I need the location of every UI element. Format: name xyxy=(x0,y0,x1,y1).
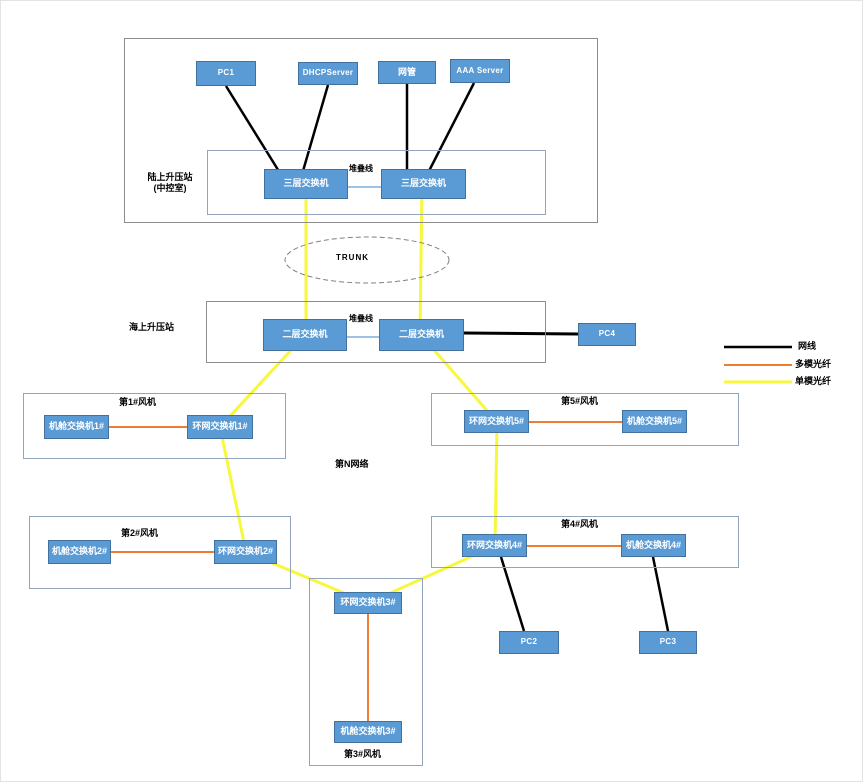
node-ring-switch-2: 环网交换机2# xyxy=(214,540,277,564)
turbine-2-label: 第2#风机 xyxy=(121,528,159,538)
node-pc2: PC2 xyxy=(499,631,559,654)
multimode-fiber-lines xyxy=(109,421,622,721)
offshore-station-box xyxy=(206,301,546,363)
turbine-3-box xyxy=(309,578,423,766)
node-l2-switch-right: 二层交换机 xyxy=(379,319,464,351)
stack-link-lines xyxy=(347,186,381,338)
node-ring-switch-1: 环网交换机1# xyxy=(187,415,253,439)
node-pc3: PC3 xyxy=(639,631,697,654)
onshore-station-box xyxy=(124,38,598,223)
turbine-3-label: 第3#风机 xyxy=(344,749,382,759)
node-nacelle-switch-4: 机舱交换机4# xyxy=(621,534,686,557)
node-pc1: PC1 xyxy=(196,61,256,86)
onshore-station-label: 陆上升压站 (中控室) xyxy=(134,172,206,195)
node-dhcp-server: DHCPServer xyxy=(298,62,358,85)
node-nms: 网管 xyxy=(378,61,436,84)
offshore-stack-link-label: 堆叠线 xyxy=(349,314,373,323)
legend-multimode-fiber-label: 多模光纤 xyxy=(795,359,832,369)
node-ring-switch-5: 环网交换机5# xyxy=(464,410,529,433)
node-nacelle-switch-3: 机舱交换机3# xyxy=(334,721,402,743)
node-nacelle-switch-5: 机舱交换机5# xyxy=(622,410,687,433)
turbine-4-box xyxy=(431,516,739,568)
ring-network-label: 第N网络 xyxy=(335,459,369,469)
node-ring-switch-3: 环网交换机3# xyxy=(334,592,402,614)
legend-network-cable-label: 网线 xyxy=(798,341,817,351)
onshore-station-label-line1: 陆上升压站 xyxy=(147,172,193,182)
node-ring-switch-4: 环网交换机4# xyxy=(462,534,527,557)
turbine-5-box xyxy=(431,393,739,446)
onshore-stack-link-label: 堆叠线 xyxy=(349,164,373,173)
legend-sample-lines xyxy=(724,345,792,384)
onshore-station-label-line2: (中控室) xyxy=(153,183,187,194)
node-pc4: PC4 xyxy=(578,323,636,346)
turbine-1-box xyxy=(23,393,286,459)
node-l3-switch-right: 三层交换机 xyxy=(381,169,466,199)
turbine-4-label: 第4#风机 xyxy=(561,519,599,529)
trunk-label: TRUNK xyxy=(336,253,369,262)
turbine-2-box xyxy=(29,516,291,589)
node-nacelle-switch-2: 机舱交换机2# xyxy=(48,540,111,564)
turbine-5-label: 第5#风机 xyxy=(561,396,599,406)
node-aaa-server: AAA Server xyxy=(450,59,510,83)
node-nacelle-switch-1: 机舱交换机1# xyxy=(44,415,109,439)
node-l3-switch-left: 三层交换机 xyxy=(264,169,348,199)
turbine-1-label: 第1#风机 xyxy=(119,397,157,407)
network-cable-lines xyxy=(224,82,670,632)
offshore-station-label: 海上升压站 xyxy=(129,322,175,332)
onshore-switch-group-box xyxy=(207,150,546,215)
node-l2-switch-left: 二层交换机 xyxy=(263,319,347,351)
trunk-ellipse xyxy=(284,236,450,284)
legend-singlemode-fiber-label: 单模光纤 xyxy=(795,376,832,386)
